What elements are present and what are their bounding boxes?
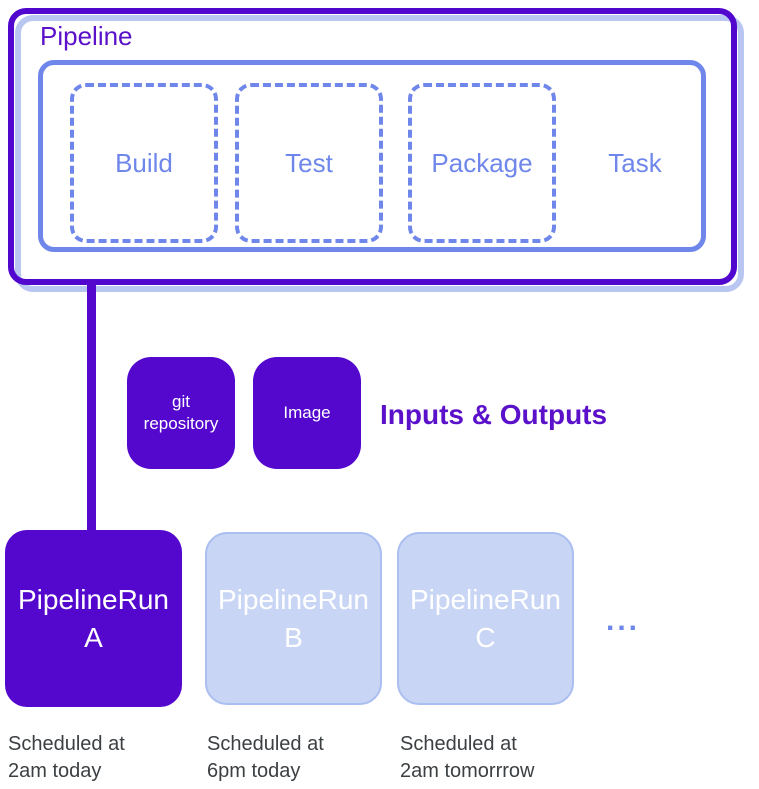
more-runs-ellipsis: ...: [606, 604, 641, 637]
pipelinerun-b-box: PipelineRun B: [205, 532, 382, 705]
resource-image: Image: [253, 357, 361, 469]
inputs-outputs-caption: Inputs & Outputs: [380, 399, 608, 430]
task-box-test: Test: [235, 83, 383, 243]
pipeline-container-border: [8, 8, 737, 285]
pipeline-container-shadow: [15, 15, 744, 292]
pipelinerun-c-box: PipelineRun C: [397, 532, 574, 705]
schedule-run-a-line2: 2am today: [8, 760, 102, 782]
pipelinerun-a-name: PipelineRun: [18, 583, 169, 615]
task-box-build: Build: [70, 83, 218, 243]
resource-git-line1: git: [172, 392, 190, 411]
resource-image-line1: Image: [283, 403, 331, 422]
task-label-package: Package: [431, 147, 533, 178]
pipelinerun-b-letter: B: [284, 621, 303, 653]
task-label-build: Build: [115, 147, 173, 178]
pipeline-container: Pipeline Build Test Package Task: [8, 8, 744, 292]
task-box-package: Package: [408, 83, 556, 243]
schedule-run-b-line1: Scheduled at: [207, 733, 324, 755]
task-label-test: Test: [285, 147, 333, 178]
resource-git-repository: git repository: [127, 357, 235, 469]
schedule-run-a: Scheduled at 2am today: [8, 731, 125, 785]
schedule-run-a-line1: Scheduled at: [8, 733, 125, 755]
schedule-run-b: Scheduled at 6pm today: [207, 731, 324, 785]
pipelinerun-a-letter: A: [84, 621, 103, 653]
pipelinerun-c-letter: C: [475, 621, 496, 653]
task-caption-label: Task: [608, 147, 662, 178]
pipeline-label: Pipeline: [40, 21, 133, 51]
pipelinerun-b-name: PipelineRun: [218, 583, 369, 615]
pipeline-to-run-connector: [87, 280, 96, 532]
schedule-run-b-line2: 6pm today: [207, 760, 301, 782]
resource-git-line2: repository: [143, 414, 219, 433]
schedule-run-c-line2: 2am tomorrrow: [400, 760, 535, 782]
schedule-run-c: Scheduled at 2am tomorrrow: [400, 731, 534, 785]
schedule-run-c-line1: Scheduled at: [400, 733, 517, 755]
pipelinerun-a-box: PipelineRun A: [5, 530, 182, 707]
pipelinerun-c-name: PipelineRun: [410, 583, 561, 615]
task-caption: Task: [555, 83, 715, 243]
pipeline-task-group: Build Test Package Task: [38, 60, 706, 252]
